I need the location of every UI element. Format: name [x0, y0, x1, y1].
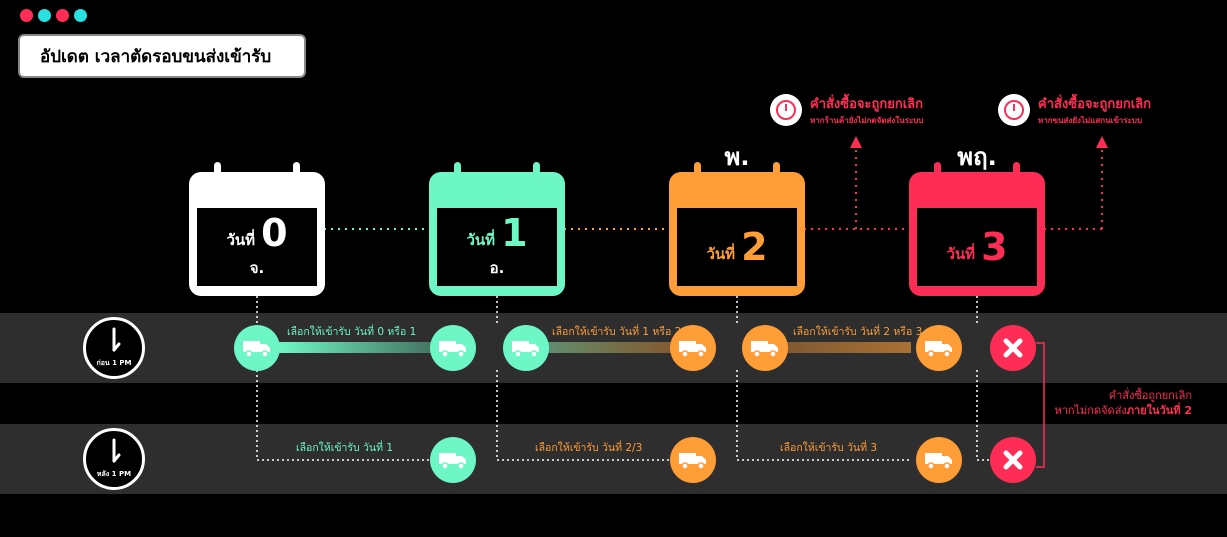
- cancel-note-emphasis: ภายในวันที่ 2: [1126, 403, 1192, 417]
- day-word: วันที่: [946, 245, 976, 263]
- clock-warning-icon: [998, 94, 1030, 126]
- window-dot: [38, 9, 51, 22]
- calendar-day-1: วันที่ 1 อ.: [429, 162, 565, 296]
- truck-icon: [916, 325, 962, 371]
- warning-1: คำสั่งซื้อจะถูกยกเลิก หากร้านค้ายังไม่กด…: [770, 93, 923, 127]
- cancel-note: คำสั่งซื้อถูกยกเลิก หากไม่กดจัดส่งภายในว…: [1040, 389, 1192, 419]
- day-number: 0: [261, 211, 288, 255]
- truck-icon: [234, 325, 280, 371]
- day-abbr: จ.: [249, 259, 265, 277]
- day-number: 3: [981, 225, 1008, 269]
- window-dot: [20, 9, 33, 22]
- truck-icon: [430, 437, 476, 483]
- pickup-label: เลือกให้เข้ารับ วันที่ 0 หรือ 1: [287, 326, 417, 338]
- calendar-ring: [694, 162, 701, 182]
- clock-icon: [112, 327, 121, 352]
- truck-icon: [670, 437, 716, 483]
- warning-title: คำสั่งซื้อจะถูกยกเลิก: [810, 97, 924, 112]
- warning-2: คำสั่งซื้อจะถูกยกเลิก หากขนส่งยังไม่แสกน…: [998, 93, 1151, 127]
- cancel-note-line2: หากไม่กดจัดส่ง: [1054, 403, 1127, 417]
- truck-icon: [503, 325, 549, 371]
- window-dot: [74, 9, 87, 22]
- calendar-ring: [934, 162, 941, 182]
- warning-sub: หากขนส่งยังไม่แสกนเข้าระบบ: [1038, 116, 1143, 125]
- warning-sub: หากร้านค้ายังไม่กดจัดส่งในระบบ: [810, 116, 924, 125]
- clock-icon-after: หลัง 1 PM: [83, 428, 145, 490]
- warning-title: คำสั่งซื้อจะถูกยกเลิก: [1038, 97, 1152, 112]
- day-abbr: อ.: [489, 259, 505, 277]
- calendar-day-3: วันที่ 3: [909, 162, 1045, 296]
- x-icon: [990, 325, 1036, 371]
- clock-icon-before: ก่อน 1 PM: [83, 317, 145, 379]
- calendar-ring: [1013, 162, 1020, 182]
- truck-icon: [430, 325, 476, 371]
- day-word: วันที่: [226, 231, 256, 249]
- clock-warning-icon: [770, 94, 802, 126]
- calendar-ring: [454, 162, 461, 182]
- calendar-ring: [533, 162, 540, 182]
- day-word: วันที่: [466, 231, 496, 249]
- calendar-day-0: วันที่ 0 จ.: [189, 162, 325, 296]
- day-3-top-label: พฤ.: [957, 143, 997, 171]
- day-number: 1: [501, 211, 528, 255]
- day-word: วันที่: [706, 245, 736, 263]
- clock-label: ก่อน 1 PM: [96, 359, 132, 367]
- clock-label: หลัง 1 PM: [96, 470, 132, 478]
- pickup-label: เลือกให้เข้ารับ วันที่ 1: [296, 442, 394, 454]
- pickup-label: เลือกให้เข้ารับ วันที่ 2 หรือ 3: [793, 326, 923, 338]
- calendar-day-2: วันที่ 2: [669, 162, 805, 296]
- page-title-text: อัปเดต เวลาตัดรอบขนส่งเข้ารับ: [40, 46, 272, 67]
- x-icon: [990, 437, 1036, 483]
- pickup-label: เลือกให้เข้ารับ วันที่ 3: [780, 442, 878, 454]
- calendar-ring: [293, 162, 300, 182]
- window-controls: [20, 9, 87, 22]
- calendar-ring: [773, 162, 780, 182]
- day-2-top-label: พ.: [724, 143, 750, 171]
- calendar-ring: [214, 162, 221, 182]
- cancel-note-line1: คำสั่งซื้อถูกยกเลิก: [1108, 389, 1192, 402]
- window-dot: [56, 9, 69, 22]
- pickup-label: เลือกให้เข้ารับ วันที่ 2/3: [535, 442, 643, 454]
- truck-icon: [742, 325, 788, 371]
- page-title: อัปเดต เวลาตัดรอบขนส่งเข้ารับ: [18, 34, 306, 78]
- day-number: 2: [741, 225, 768, 269]
- truck-icon: [916, 437, 962, 483]
- pickup-label: เลือกให้เข้ารับ วันที่ 1 หรือ 2: [552, 326, 682, 338]
- clock-icon: [112, 438, 121, 463]
- truck-icon: [670, 325, 716, 371]
